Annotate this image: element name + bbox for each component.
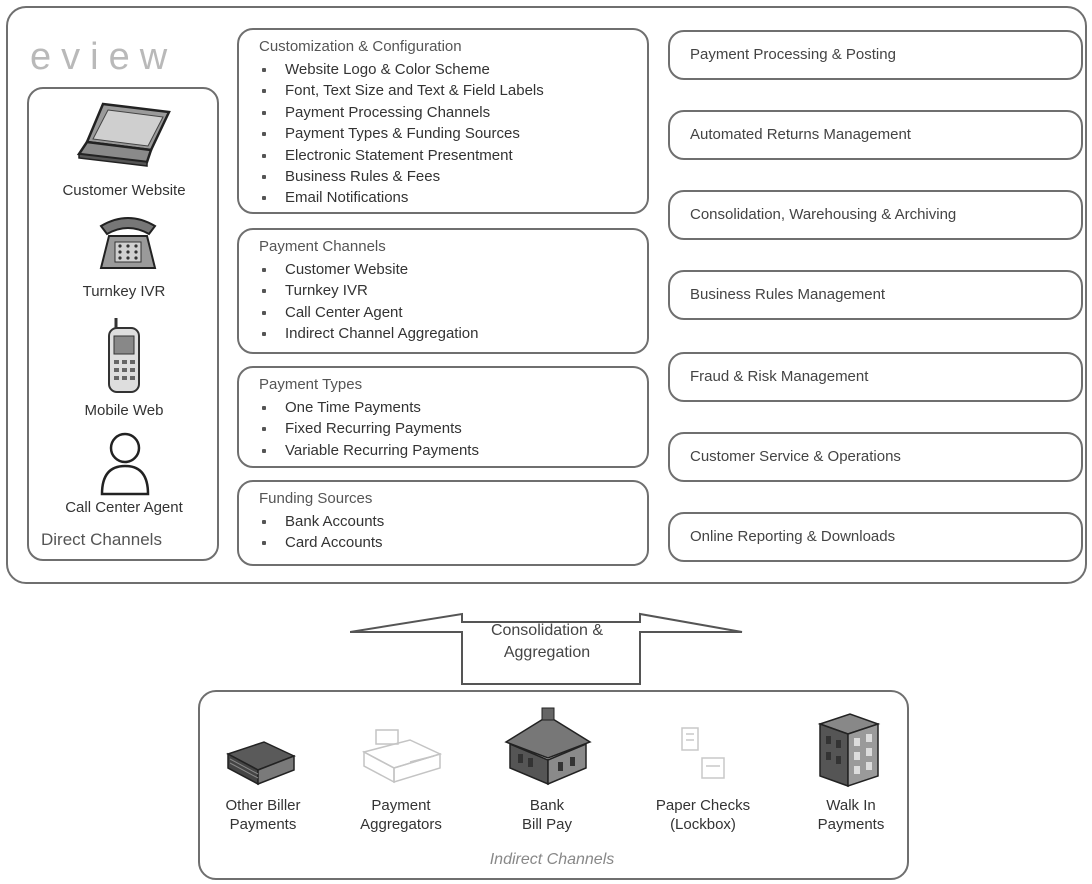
label-line: Bill Pay (521, 816, 573, 833)
direct-channels-title: Direct Channels (41, 530, 162, 549)
service-box-business-rules: Business Rules Management (668, 270, 1083, 320)
cash-stack-icon (226, 741, 296, 786)
label-line: Other Biller (225, 797, 301, 814)
bullet-list: One Time Payments Fixed Recurring Paymen… (259, 397, 479, 461)
list-item: Website Logo & Color Scheme (259, 59, 544, 80)
indirect-label-other-biller: Other Biller Payments (198, 796, 328, 834)
label-line: (Lockbox) (670, 816, 736, 833)
channel-label-turnkey-ivr: Turnkey IVR (82, 283, 166, 300)
eview-logo: eview (30, 36, 178, 78)
payment-types-box: Payment Types One Time Payments Fixed Re… (237, 366, 649, 468)
laptop-icon (76, 102, 171, 167)
list-item: Payment Types & Funding Sources (259, 123, 544, 144)
list-item: Business Rules & Fees (259, 166, 544, 187)
customization-configuration-box: Customization & Configuration Website Lo… (237, 28, 649, 214)
label-line: Payments (817, 816, 885, 833)
box-title: Payment Types (259, 376, 363, 393)
list-item: Font, Text Size and Text & Field Labels (259, 80, 544, 101)
box-title: Payment Channels (259, 238, 386, 255)
label-line: Payments (229, 816, 297, 833)
bank-building-icon (504, 707, 592, 786)
indirect-label-paper-checks: Paper Checks (Lockbox) (638, 796, 768, 834)
service-label: Fraud & Risk Management (690, 368, 869, 385)
list-item: Email Notifications (259, 187, 544, 208)
service-box-customer-service: Customer Service & Operations (668, 432, 1083, 482)
service-label: Business Rules Management (690, 286, 886, 303)
label-line: Bank (529, 797, 565, 814)
list-item: Fixed Recurring Payments (259, 418, 479, 439)
list-item: Customer Website (259, 259, 478, 280)
list-item: Call Center Agent (259, 302, 478, 323)
label-line: Payment (371, 797, 431, 814)
service-box-consolidation: Consolidation, Warehousing & Archiving (668, 190, 1083, 240)
consolidation-arrow-label: Consolidation & Aggregation (462, 620, 632, 664)
funding-sources-box: Funding Sources Bank Accounts Card Accou… (237, 480, 649, 566)
service-box-payment-processing: Payment Processing & Posting (668, 30, 1083, 80)
list-item: Card Accounts (259, 532, 384, 553)
indirect-label-bank-bill-pay: Bank Bill Pay (482, 796, 612, 834)
list-item: Electronic Statement Presentment (259, 145, 544, 166)
box-title: Funding Sources (259, 490, 373, 507)
list-item: Payment Processing Channels (259, 102, 544, 123)
service-box-fraud-risk: Fraud & Risk Management (668, 352, 1083, 402)
channel-label-customer-website: Customer Website (62, 182, 186, 199)
channel-label-mobile-web: Mobile Web (84, 402, 164, 419)
arrow-label-line2: Aggregation (503, 644, 591, 661)
agent-person-icon (100, 432, 150, 496)
telephone-icon (99, 217, 157, 269)
bullet-list: Website Logo & Color Scheme Font, Text S… (259, 59, 544, 209)
list-item: Indirect Channel Aggregation (259, 323, 478, 344)
service-box-returns-management: Automated Returns Management (668, 110, 1083, 160)
aggregator-machine-icon (361, 729, 443, 784)
service-label: Customer Service & Operations (690, 448, 901, 465)
service-box-online-reporting: Online Reporting & Downloads (668, 512, 1083, 562)
paper-checks-icon (681, 727, 725, 779)
label-line: Paper Checks (655, 797, 751, 814)
service-label: Consolidation, Warehousing & Archiving (690, 206, 957, 223)
channel-label-call-center-agent: Call Center Agent (65, 499, 183, 516)
consolidation-arrow (350, 612, 743, 685)
list-item: Turnkey IVR (259, 280, 478, 301)
bullet-list: Customer Website Turnkey IVR Call Center… (259, 259, 478, 345)
office-building-icon (817, 713, 881, 788)
arrow-label-line1: Consolidation & (490, 622, 604, 639)
label-line: Aggregators (360, 816, 442, 833)
payment-channels-box: Payment Channels Customer Website Turnke… (237, 228, 649, 354)
indirect-label-payment-aggregators: Payment Aggregators (336, 796, 466, 834)
list-item: One Time Payments (259, 397, 479, 418)
indirect-channels-title: Indirect Channels (489, 851, 615, 868)
list-item: Bank Accounts (259, 511, 384, 532)
service-label: Online Reporting & Downloads (690, 528, 896, 545)
indirect-label-walk-in: Walk In Payments (786, 796, 916, 834)
label-line: Walk In (826, 797, 876, 814)
bullet-list: Bank Accounts Card Accounts (259, 511, 384, 554)
service-label: Payment Processing & Posting (690, 46, 896, 63)
list-item: Variable Recurring Payments (259, 440, 479, 461)
mobile-phone-icon (108, 318, 140, 393)
box-title: Customization & Configuration (259, 38, 462, 55)
service-label: Automated Returns Management (690, 126, 911, 143)
